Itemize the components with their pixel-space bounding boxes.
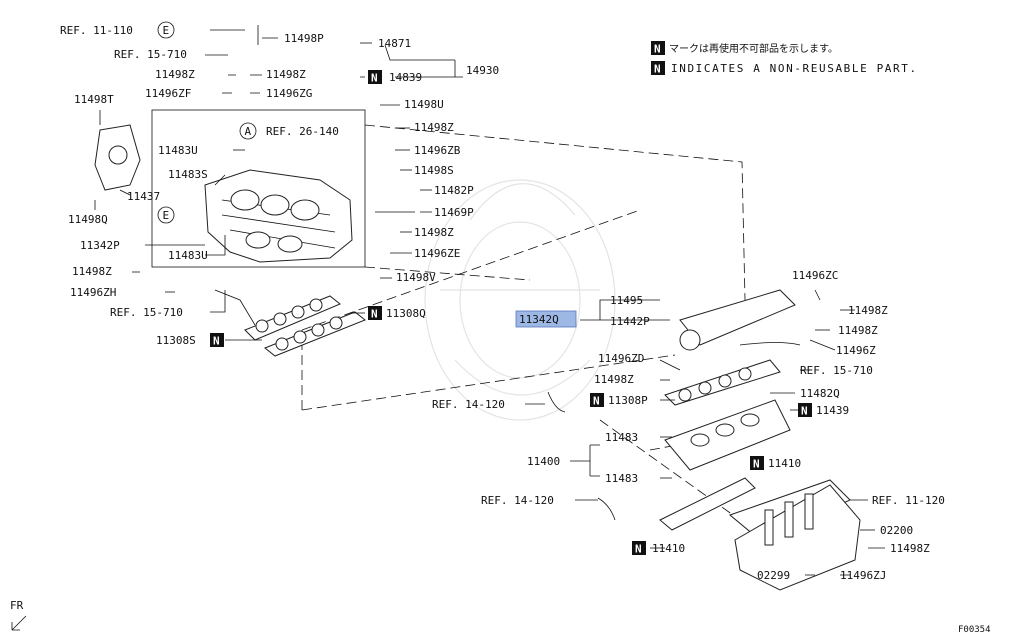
- label-11342P: 11342P: [80, 239, 120, 252]
- label-11498Z: 11498Z: [890, 542, 930, 555]
- label-11483U: 11483U: [158, 144, 198, 157]
- label-11483: 11483: [605, 472, 638, 485]
- marker-e-top-letter: E: [163, 24, 170, 37]
- part-labels: REF. 11-110 11498P 14871 REF. 15-710 148…: [60, 24, 945, 582]
- non-reusable-badge: [651, 61, 665, 75]
- label-11496ZF: 11496ZF: [145, 87, 191, 100]
- marker-e-mid-letter: E: [163, 209, 170, 222]
- upper-intake-manifold: [204, 169, 353, 263]
- label-11442P: 11442P: [610, 315, 650, 328]
- label-11439: 11439: [816, 404, 849, 417]
- label-ref-15-710-mid: REF. 15-710: [110, 306, 183, 319]
- label-11498T: 11498T: [74, 93, 114, 106]
- hose-ref-14-120-b: [597, 497, 616, 521]
- upper-gaskets: [244, 295, 366, 357]
- legend-english: INDICATES A NON-REUSABLE PART.: [671, 62, 918, 75]
- label-11410: 11410: [652, 542, 685, 555]
- label-11469P: 11469P: [434, 206, 474, 219]
- label-11308P: 11308P: [608, 394, 648, 407]
- label-11498Q: 11498Q: [68, 213, 108, 226]
- non-reusable-badge: [651, 41, 665, 55]
- hose-ref-14-120-a: [547, 391, 566, 413]
- badge-letter: N: [371, 308, 378, 321]
- marker-a: [239, 122, 257, 140]
- label-11483U: 11483U: [168, 249, 208, 262]
- legend-badge-letter: N: [654, 43, 661, 56]
- badge-letter: N: [593, 395, 600, 408]
- label-11498Z: 11498Z: [594, 373, 634, 386]
- marker-a-letter: A: [245, 125, 252, 138]
- front-direction-marker: FR: [10, 599, 27, 631]
- label-11498U: 11498U: [404, 98, 444, 111]
- label-02200: 02200: [880, 524, 913, 537]
- label-11342Q: 11342Q: [519, 313, 559, 326]
- label-11495: 11495: [610, 294, 643, 307]
- label-11410: 11410: [768, 457, 801, 470]
- front-label: FR: [10, 599, 24, 612]
- hose-ref-15-710-right: [739, 342, 801, 346]
- label-02299: 02299: [757, 569, 790, 582]
- label-11308Q: 11308Q: [386, 307, 426, 320]
- label-ref-15-710-right: REF. 15-710: [800, 364, 873, 377]
- badge-letter: N: [371, 72, 378, 85]
- label-11498Z: 11498Z: [838, 324, 878, 337]
- badge-letter: N: [753, 458, 760, 471]
- marker-e-mid: [157, 206, 175, 224]
- label-ref-14-120-b: REF. 14-120: [481, 494, 554, 507]
- label-11483: 11483: [605, 431, 638, 444]
- badge-letter: N: [801, 405, 808, 418]
- label-11496ZC: 11496ZC: [792, 269, 838, 282]
- label-11496ZJ: 11496ZJ: [840, 569, 886, 582]
- label-11498Z: 11498Z: [414, 226, 454, 239]
- label-11498Z: 11498Z: [155, 68, 195, 81]
- upper-manifold-detail-frame: [151, 109, 366, 268]
- label-11498S: 11498S: [414, 164, 454, 177]
- label-ref-15-710-top: REF. 15-710: [114, 48, 187, 61]
- label-11498Z: 11498Z: [72, 265, 112, 278]
- label-11496ZE: 11496ZE: [414, 247, 460, 260]
- hose-ref-15-710: [214, 289, 256, 326]
- label-14839: 14839: [389, 71, 422, 84]
- label-ref-14-120-a: REF. 14-120: [432, 398, 505, 411]
- label-11496ZB: 11496ZB: [414, 144, 461, 157]
- marker-e-top: [157, 21, 175, 39]
- label-11482P: 11482P: [434, 184, 474, 197]
- label-11496ZD: 11496ZD: [598, 352, 644, 365]
- label-11482Q: 11482Q: [800, 387, 840, 400]
- leader-lines: [94, 25, 885, 576]
- label-11498Z: 11498Z: [266, 68, 306, 81]
- lower-manifold-assembly: [659, 289, 861, 591]
- label-11308S: 11308S: [156, 334, 196, 347]
- label-11498P: 11498P: [284, 32, 324, 45]
- label-11498Z: 11498Z: [414, 121, 454, 134]
- label-11483S: 11483S: [168, 168, 208, 181]
- label-ref-26-140: REF. 26-140: [266, 125, 339, 138]
- legend-badge-letter: N: [654, 63, 661, 76]
- label-11437: 11437: [127, 190, 160, 203]
- label-11498V: 11498V: [396, 271, 436, 284]
- label-11400: 11400: [527, 455, 560, 468]
- legend: N マークは再使用不可部品を示します。 N INDICATES A NON-RE…: [651, 41, 918, 76]
- label-14871: 14871: [378, 37, 411, 50]
- label-14930: 14930: [466, 64, 499, 77]
- label-ref-11-110: REF. 11-110: [60, 24, 133, 37]
- label-11498Z: 11498Z: [848, 304, 888, 317]
- legend-japanese: マークは再使用不可部品を示します。: [669, 42, 838, 55]
- label-11496ZG: 11496ZG: [266, 87, 312, 100]
- label-ref-11-120: REF. 11-120: [872, 494, 945, 507]
- highlight-11342Q: [515, 310, 577, 328]
- figure-code: F00354: [958, 625, 991, 635]
- non-reusable-badges: N N N N N N N: [210, 70, 812, 556]
- label-11496Z: 11496Z: [836, 344, 876, 357]
- label-11496ZH: 11496ZH: [70, 286, 116, 299]
- badge-letter: N: [213, 335, 220, 348]
- badge-letter: N: [635, 543, 642, 556]
